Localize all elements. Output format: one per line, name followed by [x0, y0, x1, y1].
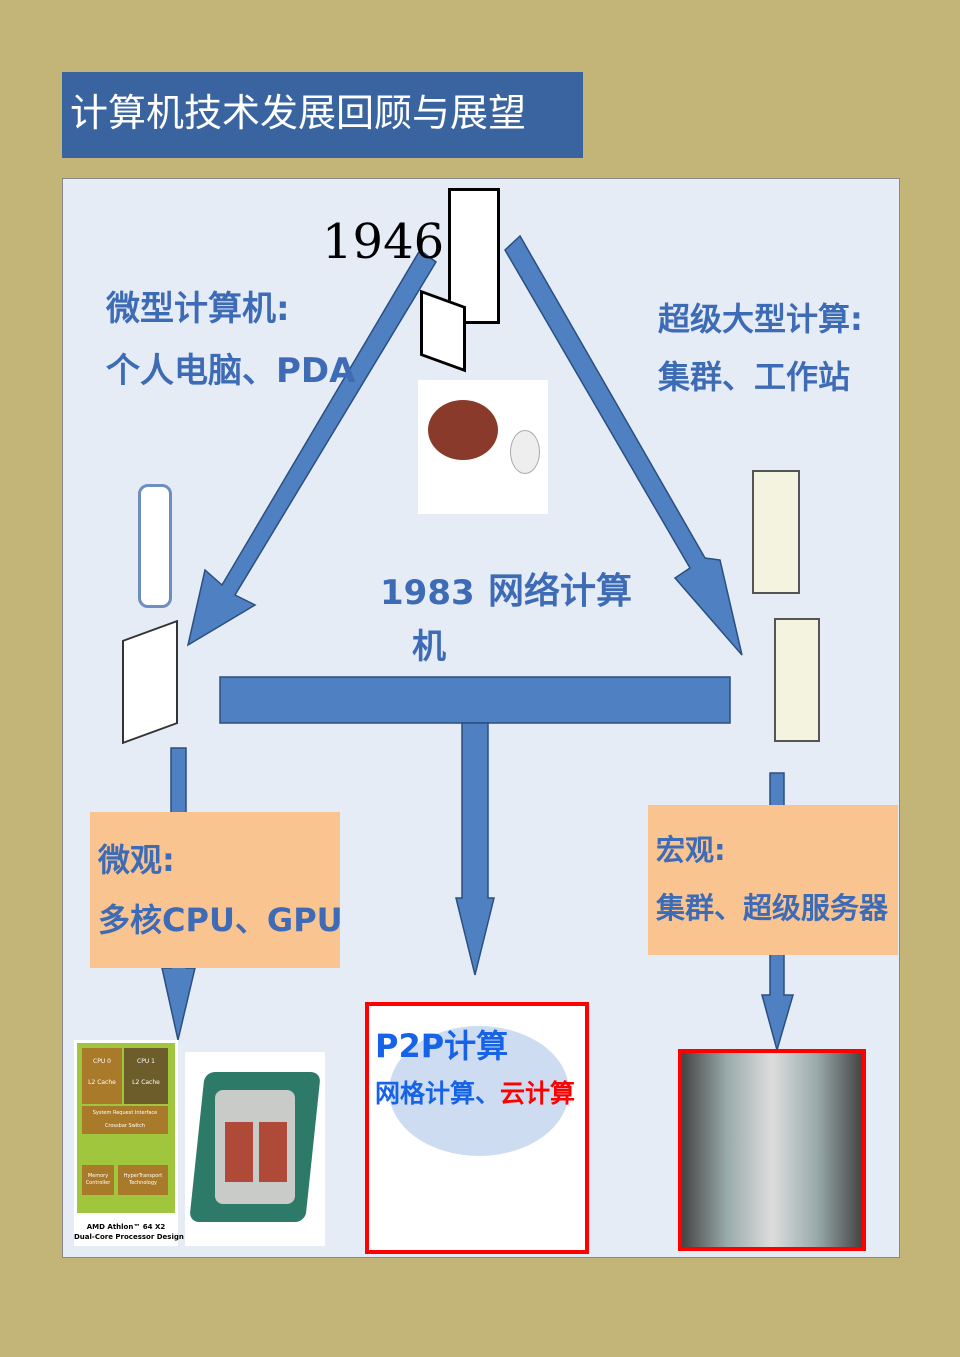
super-line2: 集群、工作站 — [658, 358, 851, 396]
super-line1: 超级大型计算: — [658, 300, 863, 338]
macro-box-line2: 集群、超级服务器 — [656, 891, 889, 925]
datacenter-image — [678, 1049, 866, 1251]
cloud-line1: P2P计算 — [375, 1027, 509, 1065]
year-1946: 1946 — [322, 214, 445, 270]
amd-l2b: L2 Cache — [132, 1079, 160, 1086]
micro-box-line2: 多核CPU、GPU — [98, 901, 343, 939]
amd-ht: HyperTransport Technology — [123, 1173, 163, 1186]
network-bar — [219, 676, 731, 724]
amd-cpu1: CPU 1 — [137, 1058, 155, 1065]
macro-box-line1: 宏观: — [656, 833, 726, 867]
server-icon-1 — [752, 470, 800, 594]
amd-mem: Memory Controller — [85, 1173, 111, 1186]
network-label-2: 机 — [412, 627, 446, 667]
network-label: 网络计算 — [488, 571, 633, 612]
super-label: 超级大型计算: 集群、工作站 — [658, 290, 863, 406]
arrow-left — [186, 248, 437, 647]
amd-xbar: Crossbar Switch — [104, 1123, 146, 1129]
amd-cpu0: CPU 0 — [93, 1058, 111, 1065]
micro-pc-label: 微型计算机: 个人电脑、PDA — [106, 278, 355, 402]
intel-cpu-image — [185, 1052, 325, 1246]
amd-diagram: CPU 0 L2 Cache CPU 1 L2 Cache System Req… — [74, 1040, 184, 1246]
amd-sri: System Request Interface — [92, 1110, 158, 1116]
server-icon-2 — [774, 618, 820, 742]
laptop-icon — [122, 619, 178, 745]
chicken-egg-image — [418, 380, 548, 514]
cloud-line2a: 网格计算、 — [375, 1079, 501, 1108]
micro-box-line1: 微观: — [98, 841, 175, 879]
amd-caption2: Dual-Core Processor Design — [74, 1233, 184, 1241]
cloud-computing-image: P2P计算 网格计算、云计算 — [365, 1002, 589, 1254]
page-title: 计算机技术发展回顾与展望 — [70, 91, 527, 135]
micro-box: 微观: 多核CPU、GPU — [90, 812, 343, 968]
network-year: 1983 — [380, 573, 475, 613]
arrow-right — [504, 234, 743, 656]
pda-icon — [138, 484, 172, 608]
amd-caption1: AMD Athlon™ 64 X2 — [86, 1223, 166, 1231]
micro-pc-line2: 个人电脑、PDA — [106, 351, 356, 391]
computer-icon — [420, 188, 510, 373]
arrow-down-center — [455, 722, 495, 976]
micro-pc-line1: 微型计算机: — [106, 289, 290, 329]
title-bar — [62, 72, 583, 158]
amd-l2a: L2 Cache — [88, 1079, 116, 1086]
macro-box: 宏观: 集群、超级服务器 — [648, 805, 898, 955]
cloud-line2b: 云计算 — [500, 1079, 576, 1108]
